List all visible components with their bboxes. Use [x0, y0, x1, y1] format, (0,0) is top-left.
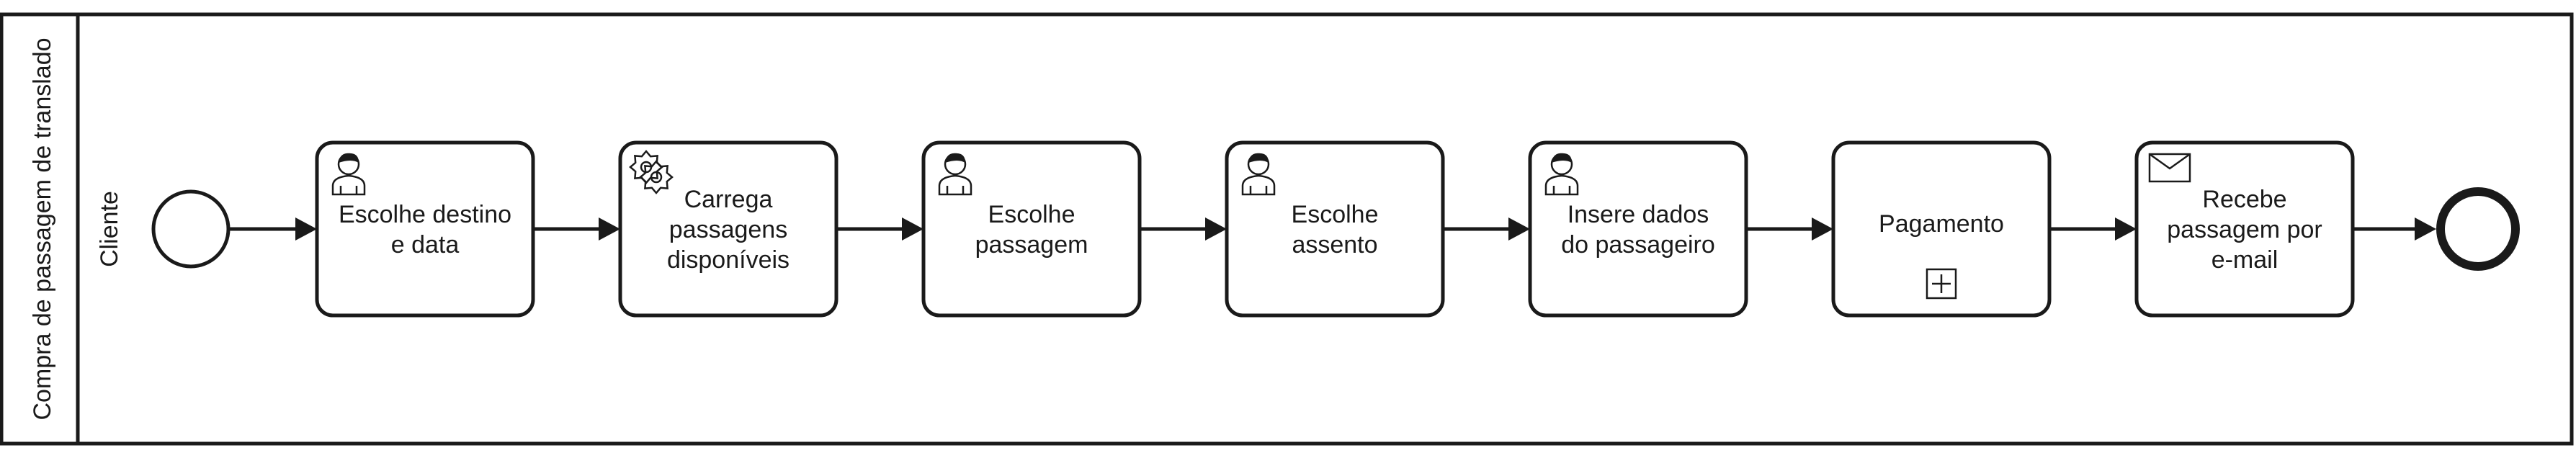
sequence-flow[interactable]: [1443, 217, 1530, 241]
arrowhead-icon: [902, 217, 923, 241]
task-label: Escolhe: [1292, 201, 1379, 228]
task-label: Insere dados: [1567, 201, 1709, 228]
task-user-task[interactable]: Escolhe destino e data: [315, 140, 535, 318]
arrowhead-icon: [599, 217, 620, 241]
task-box[interactable]: [315, 140, 535, 318]
sequence-flow[interactable]: [228, 217, 317, 241]
task-label: disponíveis: [667, 246, 790, 274]
task-label: Escolhe: [988, 201, 1075, 228]
task-user-task[interactable]: Insere dados do passageiro: [1528, 140, 1748, 318]
task-label: passagem: [975, 231, 1088, 259]
task-box[interactable]: [1528, 140, 1748, 318]
sequence-flow[interactable]: [2049, 217, 2137, 241]
subprocess-marker-icon: [1926, 268, 1957, 300]
task-label: Pagamento: [1879, 210, 2004, 238]
sequence-flow[interactable]: [2353, 217, 2436, 241]
task-label: Escolhe destino: [339, 201, 511, 228]
task-label: e-mail: [2211, 246, 2278, 274]
task-label: Carrega: [684, 186, 773, 213]
task-label: e data: [391, 231, 460, 259]
task-receive-task[interactable]: Recebe passagem por e-mail: [2134, 140, 2355, 318]
gear-icon: [629, 150, 674, 194]
user-icon: [1241, 153, 1276, 196]
pool-title: Compra de passagem de translado: [29, 37, 56, 420]
task-service-task[interactable]: Carrega passagens disponíveis: [618, 140, 838, 318]
task-label: do passageiro: [1561, 231, 1715, 259]
task-label: passagens: [669, 216, 787, 243]
sequence-flow[interactable]: [533, 217, 620, 241]
start-event[interactable]: [151, 189, 231, 269]
task-label: assento: [1292, 231, 1377, 259]
arrowhead-icon: [295, 217, 317, 241]
arrowhead-icon: [2415, 217, 2436, 241]
task-user-task[interactable]: Escolhe passagem: [921, 140, 1142, 318]
task-box[interactable]: [1831, 140, 2052, 318]
task-label: passagem por: [2167, 216, 2322, 243]
tasks: Escolhe destino e data Carrega passagens dis…: [315, 140, 2355, 318]
envelope-icon: [2148, 153, 2191, 183]
end-event[interactable]: [2436, 187, 2520, 271]
task-subprocess[interactable]: Pagamento: [1831, 140, 2052, 318]
task-user-task[interactable]: Escolhe assento: [1225, 140, 1445, 318]
task-box[interactable]: [1225, 140, 1445, 318]
sequence-flow[interactable]: [1746, 217, 1833, 241]
user-icon: [1544, 153, 1579, 196]
task-box[interactable]: [2134, 140, 2355, 318]
arrowhead-icon: [2115, 217, 2137, 241]
sequence-flow[interactable]: [1140, 217, 1227, 241]
sequence-flows: [228, 217, 2436, 241]
lane-title: Cliente: [96, 191, 123, 267]
arrowhead-icon: [1812, 217, 1833, 241]
task-label: Recebe: [2202, 186, 2286, 213]
arrowhead-icon: [1205, 217, 1227, 241]
user-icon: [938, 153, 972, 196]
sequence-flow[interactable]: [836, 217, 923, 241]
task-box[interactable]: [921, 140, 1142, 318]
task-box[interactable]: [618, 140, 838, 318]
arrowhead-icon: [1508, 217, 1530, 241]
user-icon: [331, 153, 366, 196]
